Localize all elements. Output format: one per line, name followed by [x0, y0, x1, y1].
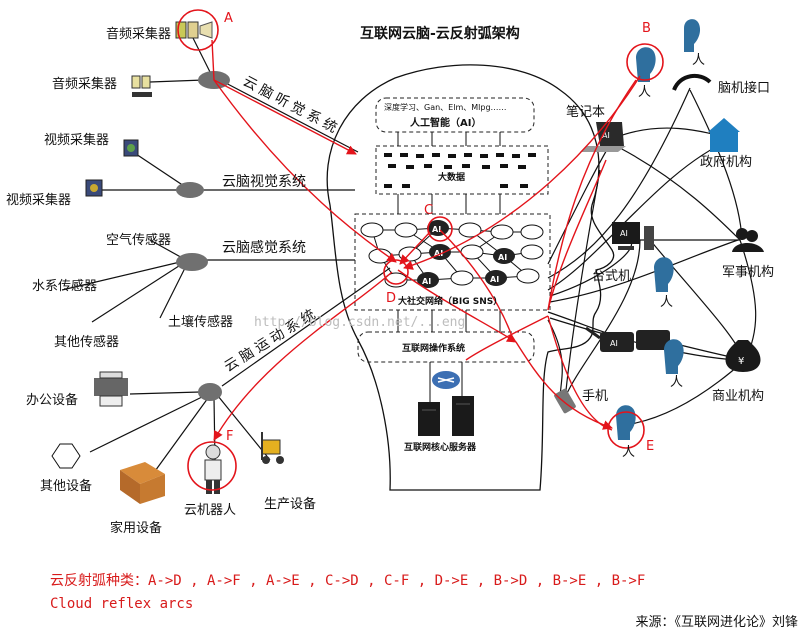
- label-laptop: 笔记本: [566, 104, 605, 120]
- reflex-arcs: [211, 39, 641, 441]
- left-lines: [61, 35, 391, 479]
- label-audio-2: 音频采集器: [52, 76, 117, 92]
- label-person-glasses: 人: [670, 375, 683, 390]
- label-water: 水系传感器: [32, 278, 97, 294]
- label-os: 互联网操作系统: [402, 342, 465, 354]
- left-labels: 音频采集器 音频采集器 视频采集器 视频采集器 空气传感器 水系传感器 土壤传感…: [6, 26, 316, 536]
- robot-icon: [204, 444, 222, 494]
- desktop-icon: AI: [612, 222, 654, 250]
- node-ai-label: AI: [490, 275, 499, 284]
- marker-e: E: [646, 439, 654, 454]
- right-labels: 人 人 脑机接口 笔记本 政府机构 台式机 人 军事机构 手机 人 商业机构 人: [566, 53, 774, 460]
- label-sense: 云脑感觉系统: [222, 239, 306, 256]
- ai-box: [375, 97, 535, 133]
- label-person-b: 人: [638, 85, 651, 100]
- military-icon: [732, 228, 764, 252]
- svg-text:AI: AI: [602, 131, 610, 140]
- other-device-icon: [51, 443, 81, 469]
- forklift-icon: [261, 432, 284, 464]
- label-sns: 大社交网络（BIG SNS）: [398, 295, 502, 307]
- marker-d: D: [386, 291, 396, 306]
- label-bci: 脑机接口: [718, 80, 770, 96]
- label-video-2: 视频采集器: [6, 192, 71, 208]
- watermark: http://blog.csdn.net/...eng: [254, 315, 465, 330]
- node-ai-label: AI: [434, 249, 443, 258]
- label-phone: 手机: [582, 389, 608, 404]
- center-labels: 深度学习、Gan、Elm、Mlpg…… 人工智能（AI） 大数据 大社交网络（B…: [384, 102, 507, 453]
- bigdata-box: [375, 145, 549, 195]
- audio-collector-icon: [131, 75, 152, 97]
- label-bigdata: 大数据: [438, 171, 465, 183]
- arcs-caption-en: Cloud reflex arcs: [50, 596, 194, 612]
- bci-headset-icon: [672, 73, 712, 91]
- diagram-title: 互联网云脑-云反射弧架构: [360, 25, 520, 42]
- label-business: 商业机构: [712, 389, 764, 404]
- person-icon: [684, 19, 701, 52]
- label-military: 军事机构: [722, 265, 774, 280]
- sns-ai-nodes: [417, 220, 515, 288]
- bigdata-blocks: [384, 153, 536, 188]
- node-ai-label: AI: [422, 277, 431, 286]
- person-icon: [664, 339, 684, 374]
- marker-f: F: [226, 429, 233, 444]
- os-box: [357, 331, 535, 363]
- system-labels: 云脑听觉系统 云脑视觉系统 云脑感觉系统 云脑运动系统: [222, 73, 343, 375]
- label-desktop: 台式机: [592, 269, 631, 284]
- label-ai-models: 深度学习、Gan、Elm、Mlpg……: [384, 102, 507, 112]
- person-icon: [636, 47, 656, 82]
- phone-icon: [554, 388, 576, 414]
- label-vision: 云脑视觉系统: [222, 174, 306, 190]
- label-person-bci: 人: [692, 53, 705, 68]
- label-home: 家用设备: [110, 520, 162, 536]
- marker-circles: [177, 9, 664, 491]
- svg-text:AI: AI: [610, 339, 618, 348]
- money-bag-icon: ¥: [725, 340, 761, 372]
- printer-icon: [94, 371, 128, 407]
- label-soil: 土壤传感器: [168, 314, 233, 330]
- label-ai: 人工智能（AI）: [410, 116, 481, 129]
- marker-a: A: [224, 11, 233, 26]
- label-other-sensor: 其他传感器: [54, 334, 119, 350]
- source-credit: 来源：《互联网进化论》刘锋: [635, 615, 798, 630]
- label-production: 生产设备: [264, 496, 316, 512]
- head-silhouette: [326, 64, 615, 491]
- router-icon: [432, 371, 460, 389]
- label-person-desk: 人: [660, 295, 673, 310]
- arcs-list: 云反射弧种类：A->D , A->F , A->E , C->D , C-F ,…: [50, 573, 646, 589]
- person-icon: [654, 257, 674, 292]
- node-ai-label: AI: [432, 225, 441, 234]
- label-office: 办公设备: [26, 392, 78, 408]
- sns-box: [354, 213, 551, 311]
- label-person-e: 人: [622, 445, 635, 460]
- label-other-device: 其他设备: [40, 478, 92, 494]
- video-collector-icon: [123, 139, 139, 157]
- video-collector-icon: [85, 179, 103, 197]
- label-audio-1: 音频采集器: [106, 26, 171, 42]
- node-ai-label: AI: [498, 253, 507, 262]
- label-air: 空气传感器: [106, 232, 171, 248]
- marker-c: C: [424, 203, 433, 218]
- svg-text:AI: AI: [620, 229, 628, 238]
- label-gov: 政府机构: [700, 155, 752, 170]
- svg-text:¥: ¥: [738, 356, 744, 367]
- gov-building-icon: [708, 118, 740, 152]
- ar-glasses-icon: AI: [585, 326, 670, 352]
- marker-b: B: [642, 21, 651, 36]
- marker-labels: A B C D E F: [224, 11, 654, 454]
- hubs: [176, 71, 230, 401]
- label-servers: 互联网核心服务器: [404, 441, 477, 453]
- person-icon: [616, 405, 636, 440]
- audio-collector-icon: [175, 21, 213, 39]
- home-appliance-icon: [120, 462, 165, 504]
- label-hearing: 云脑听觉系统: [240, 73, 343, 138]
- server-rack-icon: [418, 396, 474, 436]
- label-video-1: 视频采集器: [44, 132, 109, 148]
- label-robot: 云机器人: [184, 503, 236, 518]
